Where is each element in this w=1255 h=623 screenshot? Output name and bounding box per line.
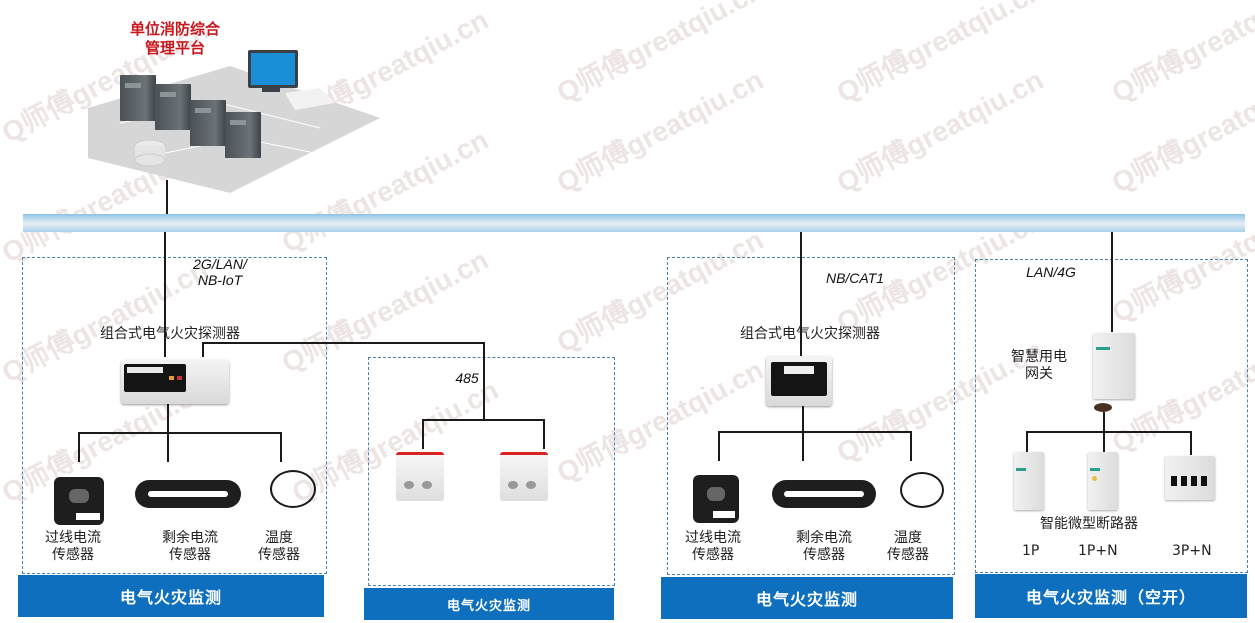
brand-stripe — [1096, 347, 1110, 350]
sensor-drop-line — [78, 432, 80, 462]
sensor-plate — [76, 513, 100, 520]
breaker-3p-n — [1165, 456, 1215, 500]
platform-link — [166, 180, 168, 214]
rail-meter-device — [396, 452, 444, 501]
sensor-plate — [713, 511, 735, 518]
terminal — [404, 481, 414, 489]
watermark: Q师傅greatqiu.cn — [1106, 63, 1255, 199]
group-4-footer: 电气火灾监测（空开） — [975, 574, 1247, 618]
breaker-type-label: 3P+N — [1172, 543, 1212, 559]
rail-meter-device — [500, 452, 548, 501]
watermark: Q师傅greatqiu.cn — [551, 63, 769, 199]
breaker-drop-line — [1026, 431, 1028, 455]
protocol-label: NB/CAT1 — [825, 270, 885, 286]
sensor-opening — [69, 489, 89, 503]
breaker-type-label: 1P+N — [1078, 543, 1118, 559]
group-1-footer: 电气火灾监测 — [18, 575, 324, 617]
group-3-boundary — [667, 257, 955, 575]
meter-drop-line — [543, 419, 545, 449]
breaker-1p — [1014, 452, 1044, 510]
server-icon — [225, 112, 261, 158]
indicator-led — [177, 376, 182, 380]
indicator-led — [1092, 476, 1097, 481]
server-icon — [155, 84, 191, 130]
brand-stripe — [1090, 468, 1100, 471]
sensor-drop-line — [167, 432, 169, 462]
monitor-stand — [262, 86, 280, 92]
watermark: Q师傅greatqiu.cn — [831, 63, 1049, 199]
breaker-bus-line — [1026, 431, 1191, 433]
sensor-label: 过线电流 传感器 — [685, 530, 741, 563]
breaker-1p-n — [1088, 452, 1118, 510]
residual-current-sensor — [135, 480, 241, 508]
group-2-footer: 电气火灾监测 — [364, 588, 614, 620]
server-icon — [190, 100, 226, 146]
uplink-line — [1111, 232, 1113, 332]
screen-display — [127, 367, 163, 373]
rs485-link — [483, 342, 485, 420]
sensor-drop-line — [802, 431, 804, 461]
toggle — [1201, 476, 1207, 486]
group-2-boundary — [368, 357, 615, 586]
rs485-link — [202, 343, 204, 357]
uplink-line — [800, 232, 802, 356]
temperature-sensor — [900, 472, 944, 508]
sensor-label: 剩余电流 传感器 — [796, 530, 852, 563]
breaker-bus-line — [1103, 412, 1105, 432]
antenna-icon — [1094, 403, 1112, 412]
server-icon — [120, 75, 156, 121]
network-bus — [23, 214, 1245, 232]
smart-gateway-device — [1093, 333, 1135, 399]
combined-fire-detector-device — [766, 356, 832, 406]
terminal — [526, 481, 536, 489]
protocol-label: 2G/LAN/ NB-IoT — [193, 256, 247, 288]
watermark: Q师傅greatqiu.cn — [831, 0, 1049, 109]
pass-through-current-sensor — [54, 477, 104, 525]
breaker-drop-line — [1190, 431, 1192, 455]
breaker-label: 智能微型断路器 — [1040, 516, 1138, 532]
sensor-label: 温度 传感器 — [258, 530, 300, 563]
sensor-bus-line — [718, 431, 911, 433]
meter-drop-line — [422, 419, 424, 449]
pass-through-current-sensor — [693, 475, 739, 523]
meter-bus-line — [422, 419, 544, 421]
combined-fire-detector-device — [121, 360, 229, 404]
gateway-label: 智慧用电 网关 — [1011, 349, 1067, 382]
protocol-label: LAN/4G — [1026, 264, 1076, 280]
terminal — [508, 481, 518, 489]
sensor-bus-line — [802, 406, 804, 432]
sensor-opening — [707, 487, 725, 501]
toggle — [1191, 476, 1197, 486]
device-label: 组合式电气火灾探测器 — [100, 326, 240, 342]
sensor-label: 过线电流 传感器 — [45, 530, 101, 563]
terminal — [422, 481, 432, 489]
sensor-label: 剩余电流 传感器 — [162, 530, 218, 563]
device-label: 组合式电气火灾探测器 — [740, 326, 880, 342]
toggle — [1171, 476, 1177, 486]
sensor-drop-line — [910, 431, 912, 461]
watermark: Q师傅greatqiu.cn — [551, 0, 769, 109]
indicator-led — [169, 376, 174, 380]
brand-stripe — [1016, 468, 1026, 471]
toggle — [1181, 476, 1187, 486]
monitor-icon — [248, 50, 298, 88]
breaker-drop-line — [1103, 431, 1105, 455]
sensor-bus-line — [78, 432, 281, 434]
platform-title: 单位消防综合 管理平台 — [129, 20, 220, 57]
temperature-sensor — [270, 470, 316, 508]
uplink-line — [164, 232, 166, 357]
group-1-boundary — [22, 257, 327, 574]
residual-current-sensor — [772, 480, 876, 508]
sensor-bus-line — [167, 404, 169, 433]
group-3-footer: 电气火灾监测 — [661, 577, 953, 619]
protocol-label: 485 — [455, 370, 479, 386]
breaker-type-label: 1P — [1022, 543, 1040, 559]
screen-display — [784, 366, 814, 374]
watermark: Q师傅greatqiu.cn — [1106, 0, 1255, 109]
sensor-drop-line — [280, 432, 282, 462]
sensor-label: 温度 传感器 — [887, 530, 929, 563]
rs485-link — [202, 342, 484, 344]
sensor-drop-line — [718, 431, 720, 461]
